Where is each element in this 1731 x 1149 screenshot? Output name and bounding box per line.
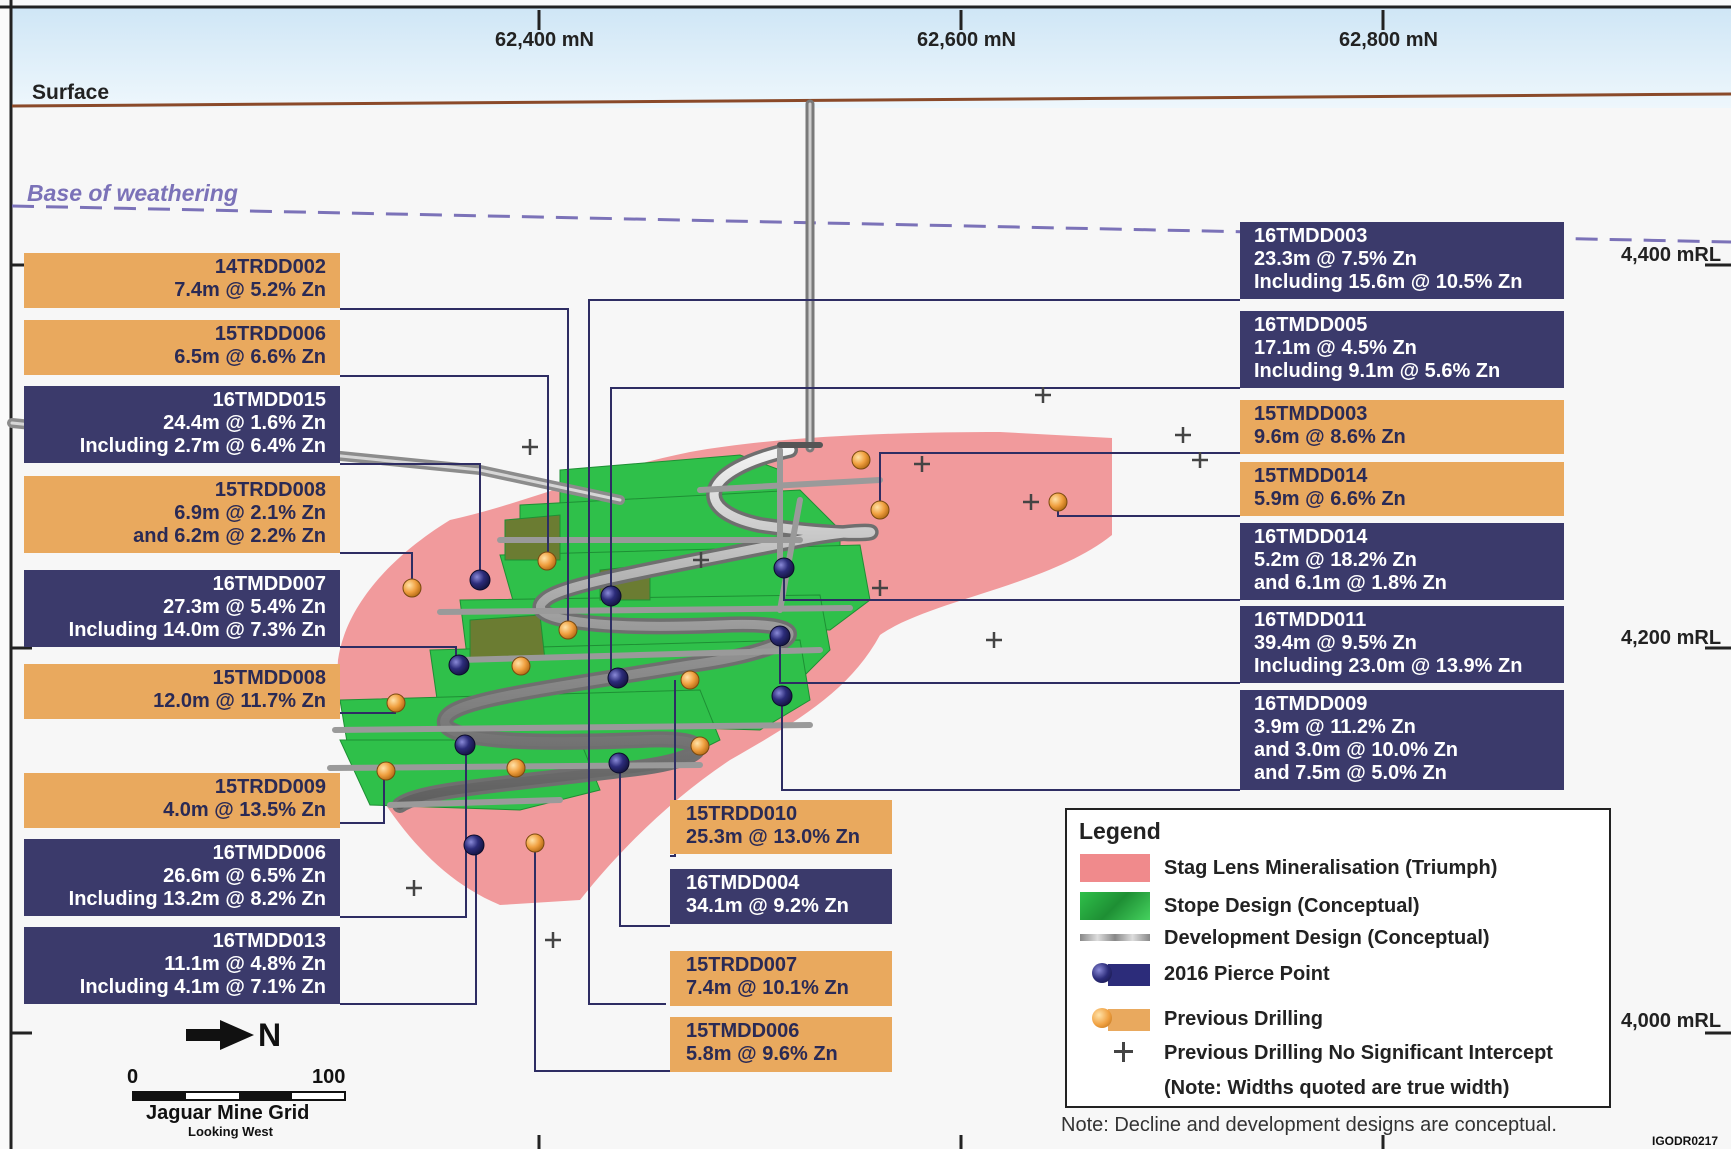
cross-icon	[1080, 1039, 1150, 1067]
scale-start-label: 0	[127, 1066, 139, 1088]
pierce-points-previous	[376, 450, 1068, 853]
legend-row-previous-drilling: Previous Drilling	[1080, 1005, 1600, 1035]
pierce-15TMDD006	[525, 833, 545, 853]
surface-label: Surface	[32, 81, 110, 104]
pierce-prev-a	[690, 736, 710, 756]
pierce-16TMDD011	[769, 625, 791, 647]
pierce-16TMDD003	[607, 667, 629, 689]
green-area-icon	[1080, 892, 1150, 920]
legend-title: Legend	[1079, 818, 1161, 844]
legend-row-development: Development Design (Conceptual)	[1080, 924, 1600, 954]
pierce-prev-b	[506, 758, 526, 778]
scale-end-label: 100	[312, 1066, 346, 1088]
pierce-points-2016	[448, 557, 795, 856]
footer-note: Note: Decline and development designs ar…	[1061, 1114, 1557, 1136]
north-arrow-icon	[186, 1020, 254, 1050]
pierce-15TRDD010	[680, 670, 700, 690]
northing-label-2: 62,600 mN	[917, 29, 1016, 51]
legend-panel: Legend Stag Lens Mineralisation (Triumph…	[1065, 808, 1611, 1108]
grid-name-label: Jaguar Mine Grid	[146, 1102, 310, 1124]
pierce-14TRDD002	[558, 620, 578, 640]
no-significant-intercept-crosses	[406, 387, 1208, 948]
rl-label-2: 4,200 mRL	[1621, 627, 1722, 649]
pierce-16TMDD004	[608, 752, 630, 774]
pierce-16TMDD009	[771, 685, 793, 707]
pierce-15TRDD009	[376, 761, 396, 781]
rl-label-1: 4,400 mRL	[1621, 244, 1722, 266]
legend-row-stope: Stope Design (Conceptual)	[1080, 892, 1600, 922]
grid-ticks	[12, 10, 1731, 1149]
rl-label-3: 4,000 mRL	[1621, 1010, 1722, 1032]
legend-note: (Note: Widths quoted are true width)	[1164, 1077, 1510, 1099]
legend-row-no-intercept: Previous Drilling No Significant Interce…	[1080, 1039, 1600, 1069]
pierce-16TMDD014	[773, 557, 795, 579]
northing-label-3: 62,800 mN	[1339, 29, 1438, 51]
legend-row-mineralisation: Stag Lens Mineralisation (Triumph)	[1080, 854, 1600, 884]
scale-bar	[132, 1091, 346, 1101]
pierce-15TMDD014	[1048, 492, 1068, 512]
surface-line	[11, 92, 1731, 108]
leader-lines	[340, 299, 1240, 1072]
legend-row-2016-pierce: 2016 Pierce Point	[1080, 960, 1600, 990]
pierce-16TMDD015	[469, 569, 491, 591]
pierce-15TMDD003	[851, 450, 871, 470]
pink-area-icon	[1080, 854, 1150, 882]
pierce-15TMDD008-b	[386, 693, 406, 713]
pierce-15TMDD008	[511, 656, 531, 676]
orange-pierce-icon	[1080, 1005, 1150, 1033]
pierce-15TRDD006	[537, 551, 557, 571]
navy-pierce-icon	[1080, 960, 1150, 988]
northing-label-1: 62,400 mN	[495, 29, 594, 51]
pierce-15TRDD007	[870, 500, 890, 520]
pierce-15TRDD008	[402, 578, 422, 598]
grey-line-icon	[1080, 934, 1150, 941]
pierce-16TMDD007	[448, 654, 470, 676]
figure-code: IGODR0217	[1652, 1134, 1719, 1148]
pierce-16TMDD005	[600, 585, 622, 607]
view-direction-label: Looking West	[188, 1124, 273, 1139]
pierce-16TMDD013	[463, 834, 485, 856]
pierce-16TMDD015-b	[454, 734, 476, 756]
legend-note-row: (Note: Widths quoted are true width)	[1080, 1074, 1600, 1104]
sky-band	[12, 8, 1731, 108]
north-label: N	[258, 1017, 282, 1053]
weathering-label: Base of weathering	[27, 180, 238, 206]
